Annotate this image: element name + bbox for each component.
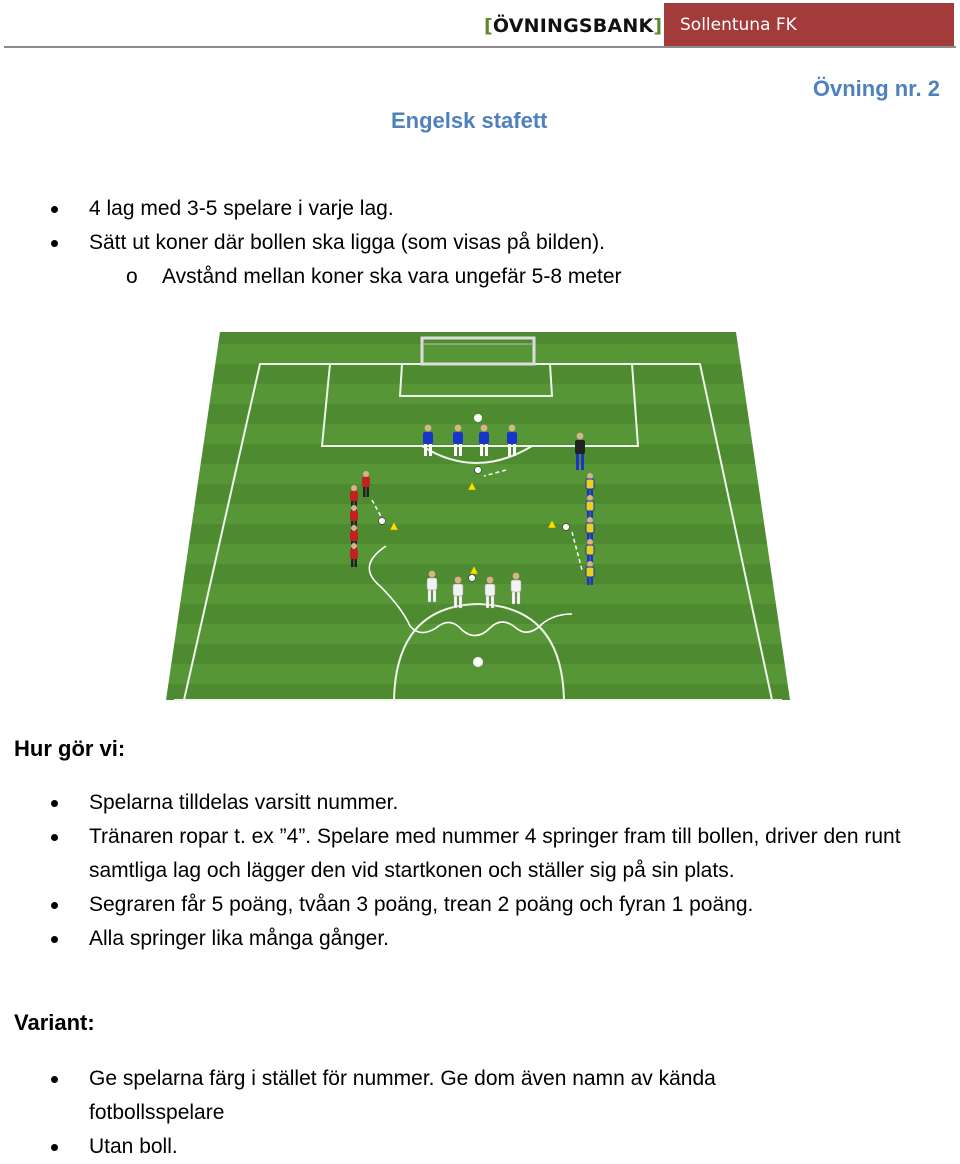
team-white (426, 570, 522, 609)
list-item-text: Tränaren ropar t. ex ”4”. Spelare med nu… (89, 825, 901, 882)
list-item-text: Spelarna tilldelas varsitt nummer. (89, 791, 399, 814)
bullet-icon (51, 240, 58, 247)
sub-bullet-icon: o (126, 265, 138, 288)
center-spot (473, 657, 483, 667)
exercise-number: Övning nr. 2 (812, 76, 940, 101)
team-red (350, 471, 370, 567)
list-item-text: Sätt ut koner där bollen ska ligga (som … (89, 231, 605, 254)
list-item: Alla springer lika många gånger. (0, 922, 949, 956)
bullet-icon (51, 1076, 58, 1083)
ball-icon (378, 517, 386, 525)
brand-bracket-close: ] (653, 15, 663, 37)
setup-list: 4 lag med 3-5 spelare i varje lag. Sätt … (0, 192, 960, 294)
center-circle (393, 602, 565, 701)
bullet-icon (51, 834, 58, 841)
coach-figure (575, 432, 585, 470)
list-item: Tränaren ropar t. ex ”4”. Spelare med nu… (0, 820, 949, 888)
list-item-text: Utan boll. (89, 1135, 178, 1158)
list-item: 4 lag med 3-5 spelare i varje lag. (0, 192, 949, 226)
cone-icon (467, 481, 477, 491)
header-divider (4, 46, 956, 48)
list-item: Segraren får 5 poäng, tvåan 3 poäng, tre… (0, 888, 949, 922)
exercise-title: Engelsk stafett (391, 108, 548, 133)
cone-icon (469, 565, 479, 575)
list-item-text: Ge spelarna färg i stället för nummer. G… (89, 1067, 716, 1124)
list-item: Utan boll. (0, 1130, 949, 1164)
club-name-banner: Sollentuna FK (664, 3, 954, 47)
list-item: Sätt ut koner där bollen ska ligga (som … (0, 226, 949, 260)
cone-icon (389, 521, 399, 531)
how-list: Spelarna tilldelas varsitt nummer. Träna… (0, 786, 949, 956)
pitch-grass (166, 332, 790, 700)
ball-icon (468, 574, 476, 582)
pitch-diagram (166, 332, 790, 701)
list-item: Ge spelarna färg i stället för nummer. G… (0, 1062, 849, 1130)
ball-icon (562, 523, 570, 531)
list-item-text: Avstånd mellan koner ska vara ungefär 5-… (162, 265, 622, 288)
penalty-spot (474, 414, 482, 422)
team-yellow (585, 473, 595, 585)
dribble-path (368, 545, 573, 637)
list-item-text: 4 lag med 3-5 spelare i varje lag. (89, 197, 394, 220)
penalty-arc (421, 445, 533, 464)
section-heading-variant: Variant: (14, 1010, 95, 1035)
brand-bracket-open: [ (484, 15, 493, 37)
bullet-icon (51, 206, 58, 213)
list-item-text: Segraren får 5 poäng, tvåan 3 poäng, tre… (89, 893, 754, 916)
arrow-top (483, 469, 507, 477)
list-item-text: Alla springer lika många gånger. (89, 927, 390, 950)
goal-frame (420, 336, 536, 366)
brand-name: ÖVNINGSBANK (492, 15, 654, 37)
bullet-icon (51, 902, 58, 909)
list-item: Spelarna tilldelas varsitt nummer. (0, 786, 949, 820)
variant-list: Ge spelarna färg i stället för nummer. G… (0, 1062, 949, 1164)
bullet-icon (51, 800, 58, 807)
bullet-icon (51, 1144, 58, 1151)
section-heading-how: Hur gör vi: (14, 736, 126, 761)
list-subitem: o Avstånd mellan koner ska vara ungefär 5… (0, 260, 960, 294)
team-blue (423, 424, 517, 456)
brand-logo: [ÖVNINGSBANK] (484, 10, 662, 42)
bullet-icon (51, 936, 58, 943)
ball-icon (474, 466, 482, 474)
cone-icon (547, 519, 557, 529)
